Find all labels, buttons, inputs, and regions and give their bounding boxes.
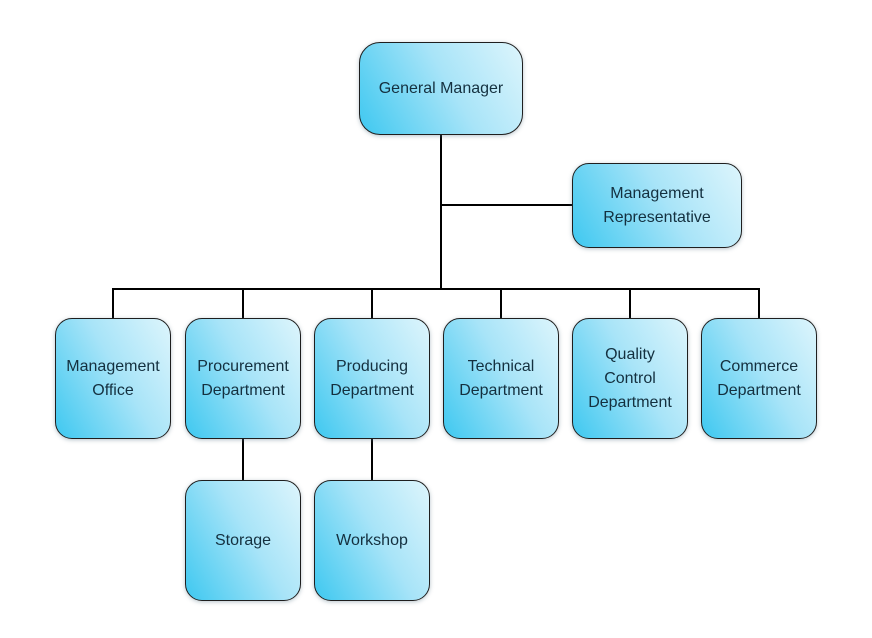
connector-drop-commerce <box>758 288 760 319</box>
org-node-label: Storage <box>214 531 272 549</box>
org-node-label: General Manager <box>378 79 504 97</box>
org-node-label: Procurement Department <box>197 357 289 399</box>
org-node-technical-department: Technical Department <box>443 318 559 439</box>
connector-gm-to-mgmt-rep <box>441 204 572 206</box>
org-node-producing-department: Producing Department <box>314 318 430 439</box>
org-node-procurement-department: Procurement Department <box>185 318 301 439</box>
connector-producing-to-workshop <box>371 439 373 480</box>
connector-procurement-to-storage <box>242 439 244 480</box>
connector-drop-procurement <box>242 288 244 319</box>
connector-drop-management-office <box>112 288 114 319</box>
org-node-label: Producing Department <box>330 357 414 399</box>
connector-drop-technical <box>500 288 502 319</box>
org-node-management-representative: Management Representative <box>572 163 742 248</box>
connector-drop-producing <box>371 288 373 319</box>
connector-gm-stem <box>440 135 442 289</box>
connector-drop-quality-control <box>629 288 631 319</box>
org-node-storage: Storage <box>185 480 301 601</box>
org-node-commerce-department: Commerce Department <box>701 318 817 439</box>
org-node-workshop: Workshop <box>314 480 430 601</box>
org-node-label: Commerce Department <box>717 357 801 399</box>
org-node-label: Management Representative <box>603 184 711 226</box>
org-node-label: Workshop <box>336 531 408 549</box>
org-node-label: Quality Control Department <box>588 345 672 411</box>
org-node-label: Technical Department <box>459 357 543 399</box>
org-node-quality-control-department: Quality Control Department <box>572 318 688 439</box>
org-node-management-office: Management Office <box>55 318 171 439</box>
org-node-general-manager: General Manager <box>359 42 523 135</box>
org-node-label: Management Office <box>66 357 160 399</box>
connector-department-bus <box>112 288 759 290</box>
